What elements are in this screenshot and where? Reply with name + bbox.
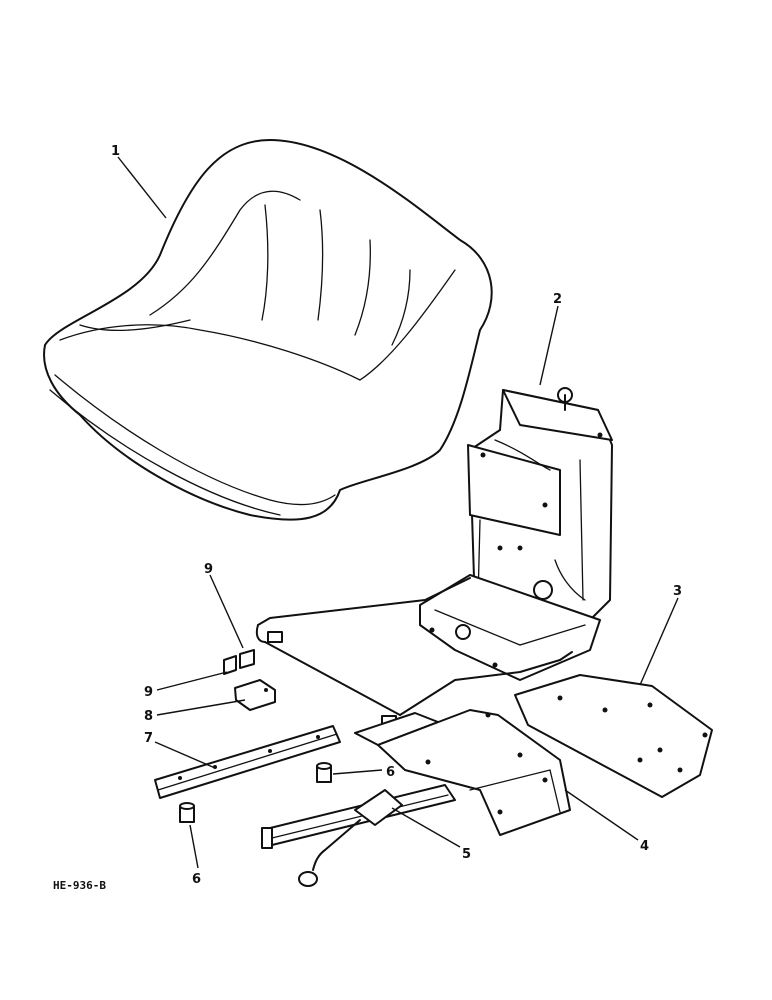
callout-8: 8 [144,709,153,724]
callout-4: 4 [640,839,649,854]
callout-7: 7 [144,731,153,746]
clip-pair [223,649,255,675]
callout-6-upper: 6 [386,765,395,780]
leader-lines [117,156,679,869]
callout-9-upper: 9 [204,562,213,577]
slide-rail-with-latch [261,784,456,887]
callout-6-lower: 6 [192,872,201,887]
clip-bracket [234,679,276,711]
callout-2: 2 [553,292,562,307]
seat-cushion [43,139,493,521]
callout-9-lower: 9 [144,685,153,700]
callout-5: 5 [462,847,471,862]
mounting-bracket [377,709,571,836]
callout-3: 3 [673,584,682,599]
spacer-lower [179,802,195,823]
spacer-upper [316,762,332,783]
suspension-base-frame [255,574,601,746]
slide-rail [154,725,341,799]
figure-reference: HE-936-B [53,879,106,892]
seat-suspension [467,387,613,631]
mounting-plate [514,674,713,798]
callout-1: 1 [111,144,120,159]
